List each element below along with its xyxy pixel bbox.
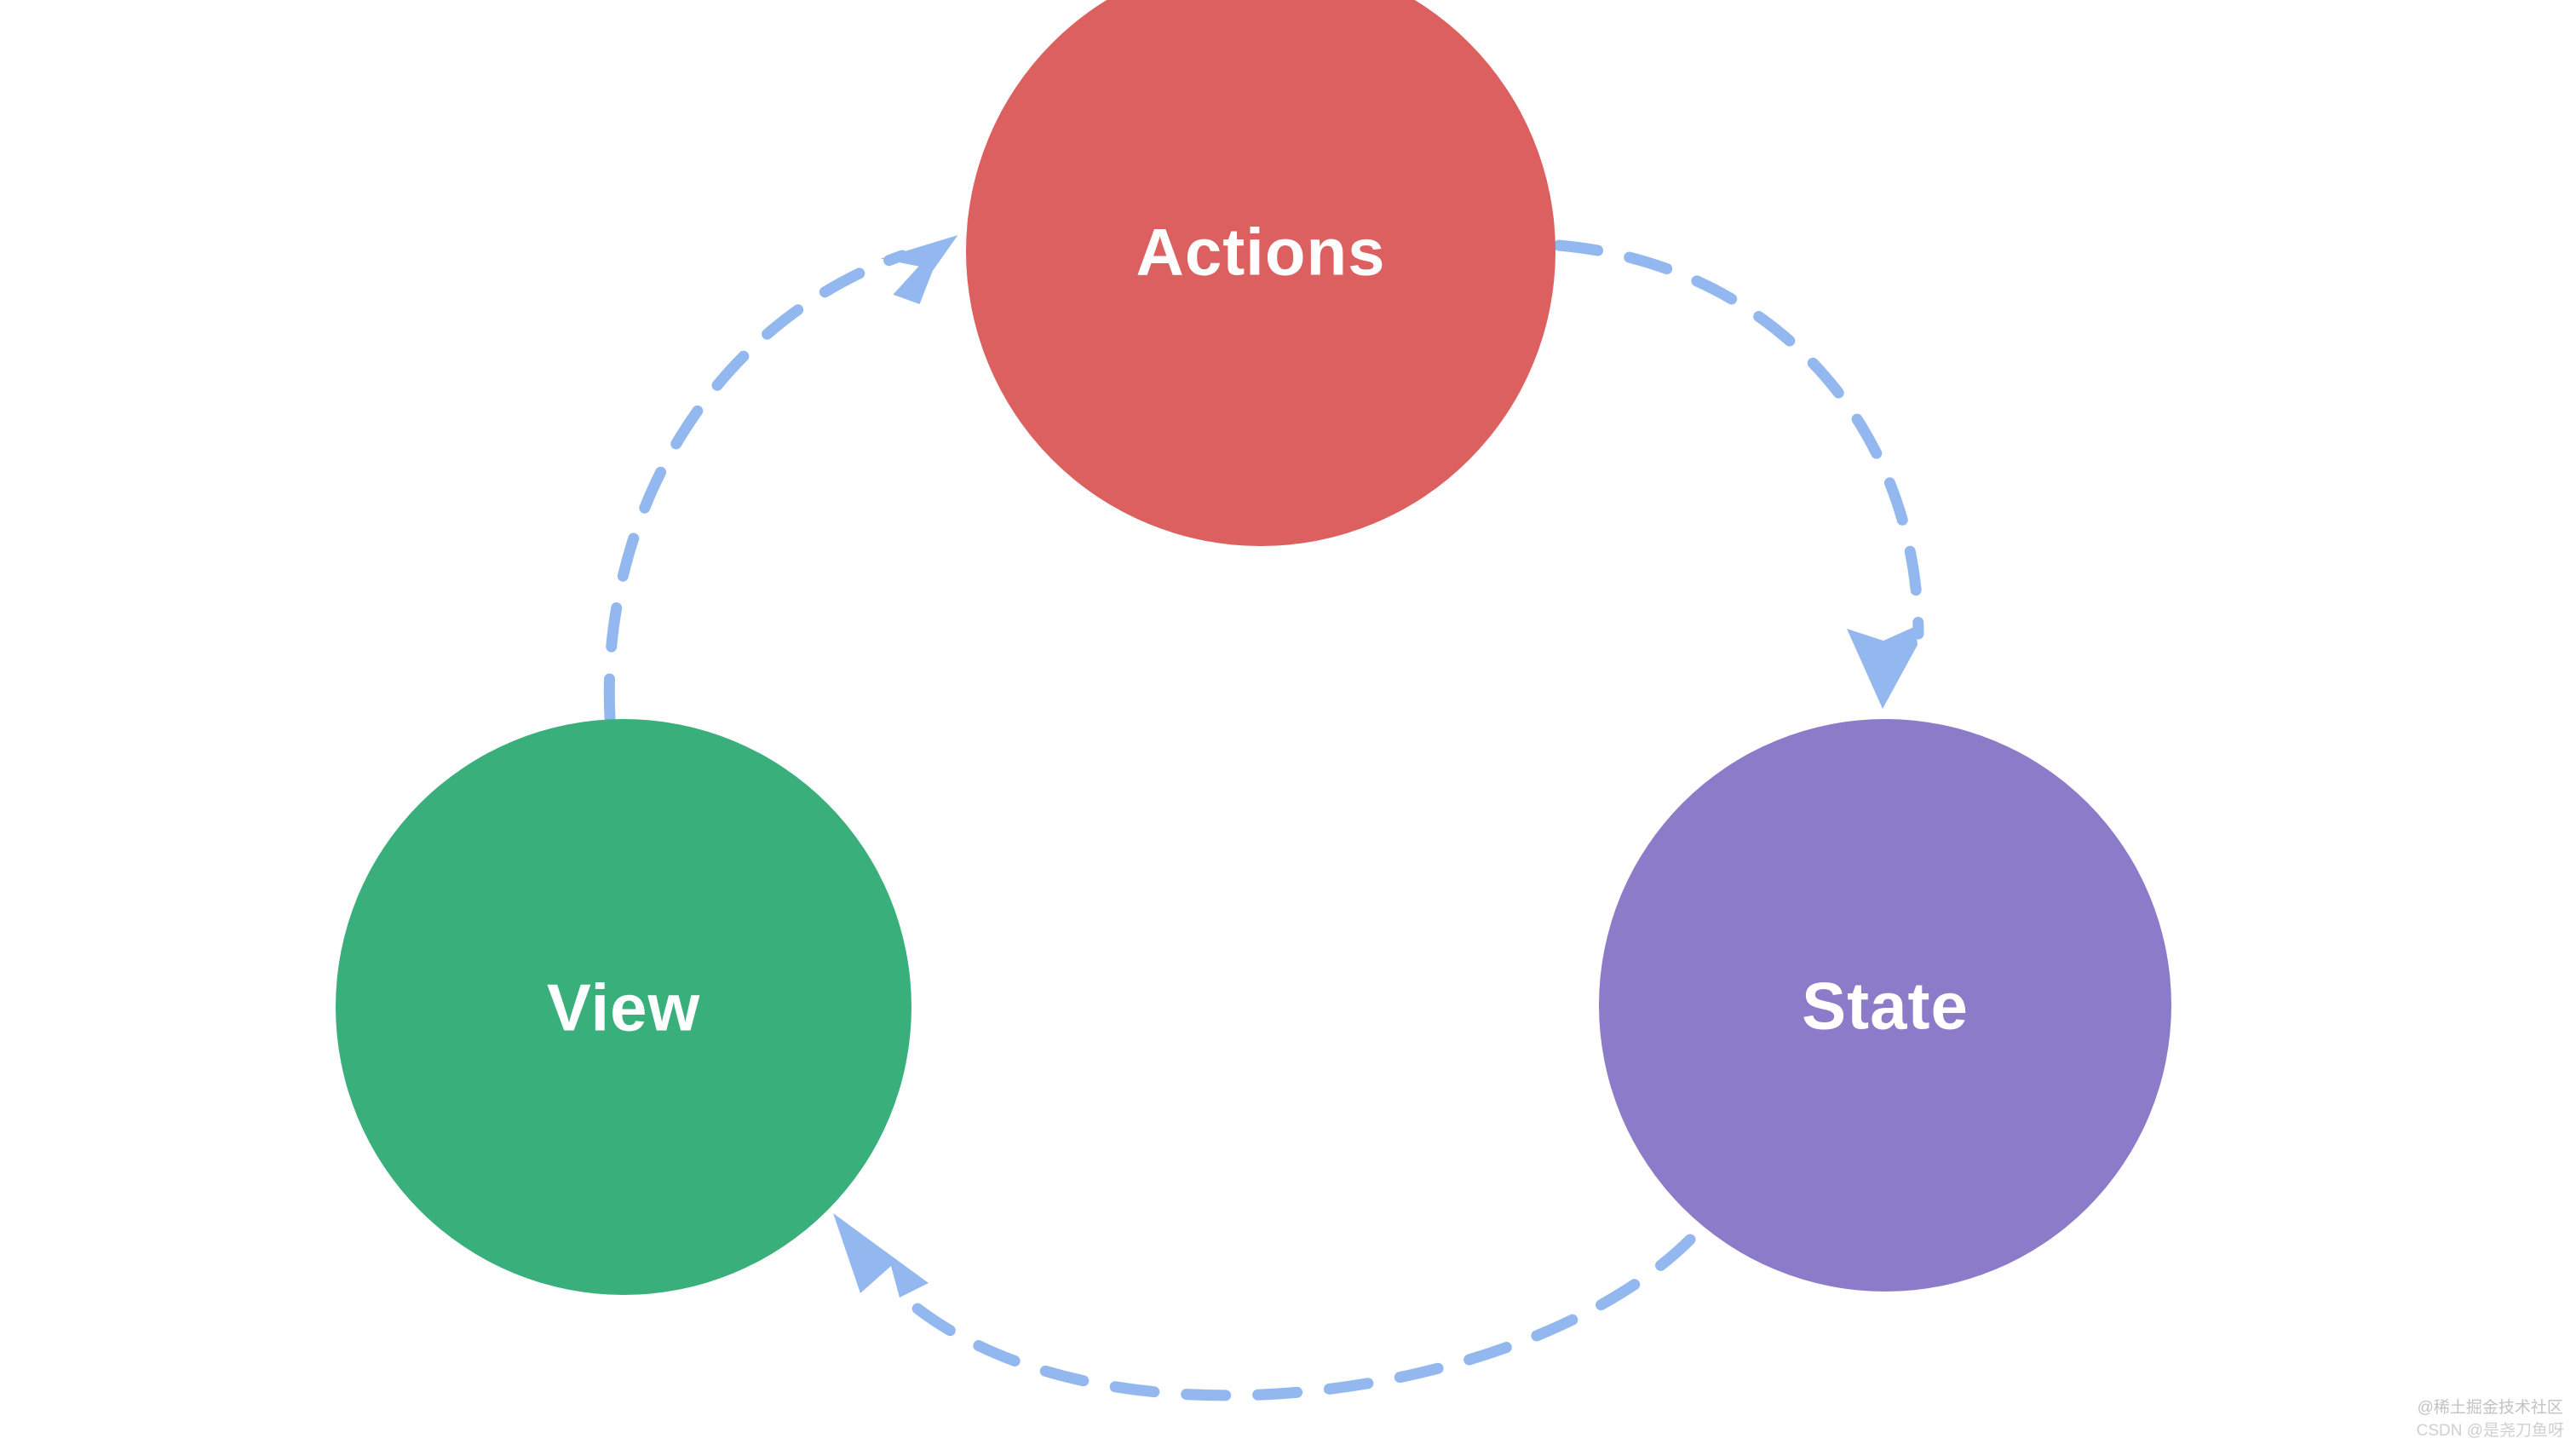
edge-view-to-actions bbox=[603, 250, 908, 724]
node-state-circle[interactable] bbox=[1599, 719, 2171, 1292]
node-view[interactable]: View bbox=[336, 719, 911, 1295]
node-actions-label: Actions bbox=[1136, 215, 1385, 290]
arrowhead-into-actions bbox=[880, 235, 958, 305]
node-state[interactable]: State bbox=[1599, 719, 2171, 1292]
edge-group bbox=[603, 239, 1924, 1401]
edge-state-to-view bbox=[888, 1234, 1696, 1401]
node-actions-circle[interactable] bbox=[966, 0, 1555, 546]
arrowhead-into-state bbox=[1847, 626, 1918, 709]
arrowhead-into-view bbox=[833, 1213, 929, 1298]
node-view-label: View bbox=[547, 970, 700, 1045]
node-state-label: State bbox=[1802, 969, 1969, 1044]
node-view-circle[interactable] bbox=[336, 719, 911, 1295]
edge-actions-to-state bbox=[1553, 239, 1924, 640]
node-actions[interactable]: Actions bbox=[966, 0, 1555, 546]
arrowhead-group bbox=[833, 235, 1918, 1298]
